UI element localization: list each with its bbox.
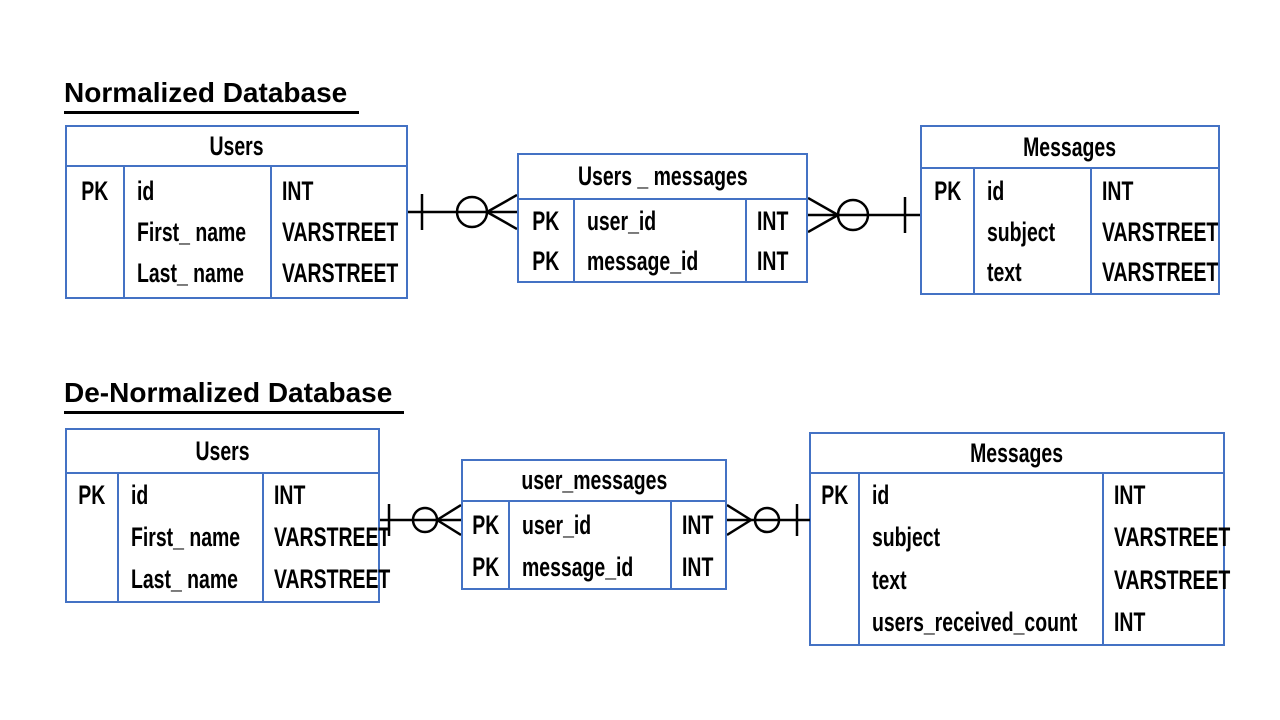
table-title: Messages [922, 127, 1218, 169]
relationship-denormalized-users-to-usermessages [380, 503, 461, 537]
pk-cell: PK [933, 175, 961, 206]
table-title: Messages [811, 434, 1223, 474]
pk-cell [67, 516, 117, 558]
field-type-column: INT VARSTREET VARSTREET [264, 474, 436, 601]
entity-table-denormalized-messages: Messages PK id subject text users_receiv… [809, 432, 1230, 646]
field-name-cell: subject [987, 216, 1056, 247]
pk-column: PK PK [463, 502, 510, 588]
field-type-cell: VARSTREET [1114, 522, 1231, 553]
field-type-cell: INT [282, 176, 314, 206]
pk-cell [67, 559, 117, 601]
field-name-column: user_id message_id [575, 200, 747, 281]
field-name-cell: user_id [522, 509, 592, 540]
entity-table-normalized-users: Users PK id First_ name Last_ name INT V… [65, 125, 408, 299]
crow-foot-mark [808, 196, 839, 234]
field-type-column: INT VARSTREET VARSTREET [1092, 169, 1264, 293]
field-type-cell: INT [1114, 479, 1146, 510]
field-type-column: INT INT [747, 200, 806, 281]
field-name-cell: message_id [587, 245, 699, 276]
pk-cell: PK [532, 205, 560, 236]
relationship-denormalized-usermessages-to-messages [727, 503, 810, 537]
entity-table-normalized-users-messages: Users _ messages PK PK user_id message_i… [517, 153, 808, 283]
field-type-cell: INT [757, 245, 789, 276]
field-name-cell: id [137, 176, 155, 206]
crow-foot-mark [486, 193, 517, 231]
entity-table-normalized-messages: Messages PK id subject text INT VARSTREE… [920, 125, 1220, 295]
field-type-cell: INT [1102, 175, 1134, 206]
pk-cell: PK [471, 509, 499, 540]
crow-foot-mark [727, 503, 752, 537]
field-name-cell: message_id [522, 551, 634, 582]
section-title-denormalized: De-Normalized Database [64, 377, 405, 414]
relationship-normalized-users-to-usermessages [408, 193, 517, 231]
field-name-cell: Last_ name [137, 258, 244, 288]
zero-circle-mark [836, 198, 870, 232]
pk-cell: PK [81, 176, 109, 206]
field-name-cell: id [131, 479, 149, 510]
pk-column: PK [67, 167, 125, 297]
pk-cell [811, 517, 858, 560]
field-type-cell: INT [682, 509, 714, 540]
pk-cell [811, 559, 858, 602]
pk-cell [922, 212, 973, 253]
field-name-column: user_id message_id [510, 502, 672, 588]
pk-cell: PK [820, 479, 848, 510]
field-name-cell: First_ name [137, 217, 247, 247]
pk-cell [67, 212, 123, 253]
table-title: Users [67, 430, 378, 474]
table-title: Users [67, 127, 406, 167]
pk-column: PK PK [519, 200, 575, 281]
field-name-column: id subject text [975, 169, 1092, 293]
field-name-cell: user_id [587, 205, 657, 236]
field-type-cell: VARSTREET [282, 258, 399, 288]
field-type-cell: VARSTREET [1114, 564, 1231, 595]
field-type-cell: INT [1114, 607, 1146, 638]
crow-foot-mark [436, 503, 461, 537]
table-title: Users _ messages [519, 155, 806, 200]
table-title: user_messages [463, 461, 725, 502]
field-name-cell: text [872, 564, 907, 595]
section-title-normalized: Normalized Database [64, 77, 360, 114]
field-type-cell: VARSTREET [282, 217, 399, 247]
field-type-cell: VARSTREET [1102, 257, 1219, 288]
field-type-cell: INT [274, 479, 306, 510]
pk-cell [67, 253, 123, 294]
field-type-cell: VARSTREET [274, 521, 391, 552]
field-name-cell: id [872, 479, 890, 510]
field-type-cell: INT [682, 551, 714, 582]
field-name-cell: text [987, 257, 1022, 288]
relationship-normalized-usermessages-to-messages [808, 196, 920, 234]
field-name-cell: Last_ name [131, 564, 238, 595]
pk-cell [922, 252, 973, 293]
field-type-cell: VARSTREET [274, 564, 391, 595]
pk-cell: PK [532, 245, 560, 276]
zero-circle-mark [753, 506, 781, 534]
field-name-column: id First_ name Last_ name [125, 167, 272, 297]
entity-table-denormalized-users: Users PK id First_ name Last_ name INT V… [65, 428, 390, 603]
field-name-column: id subject text users_received_count [860, 474, 1104, 644]
pk-cell: PK [471, 551, 499, 582]
field-type-column: INT VARSTREET VARSTREET [272, 167, 444, 297]
pk-cell: PK [78, 479, 106, 510]
pk-column: PK [922, 169, 975, 293]
field-name-cell: subject [872, 522, 941, 553]
pk-column: PK [811, 474, 860, 644]
field-type-cell: INT [757, 205, 789, 236]
field-name-column: id First_ name Last_ name [119, 474, 264, 601]
pk-cell [811, 602, 858, 645]
entity-table-denormalized-user-messages: user_messages PK PK user_id message_id I… [461, 459, 727, 590]
field-type-cell: VARSTREET [1102, 216, 1219, 247]
field-name-cell: users_received_count [872, 607, 1078, 638]
field-type-column: INT VARSTREET VARSTREET INT [1104, 474, 1276, 644]
field-type-column: INT INT [672, 502, 726, 588]
field-name-cell: id [987, 175, 1005, 206]
field-name-cell: First_ name [131, 521, 241, 552]
pk-column: PK [67, 474, 119, 601]
